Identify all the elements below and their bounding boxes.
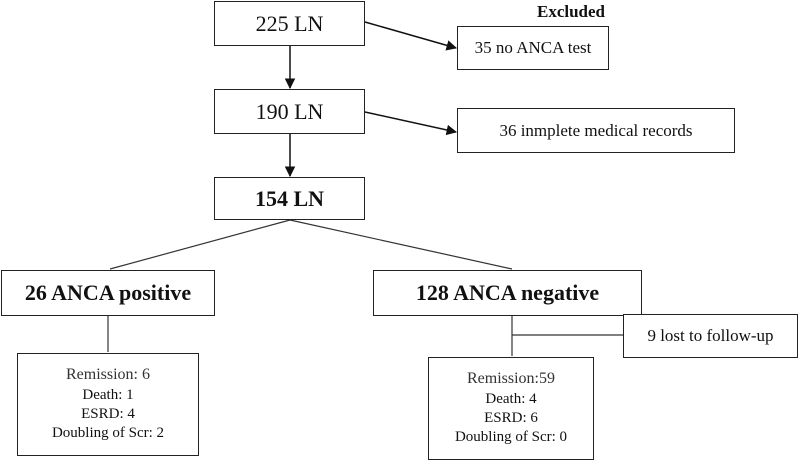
outcome-negative-death: Death: 4: [485, 390, 537, 407]
arrow-to-no-anca: [364, 21, 458, 51]
arrow-to-incomplete-records: [364, 111, 458, 136]
box-lost-follow-up-label: 9 lost to follow-up: [647, 326, 774, 345]
box-anca-negative: 128 ANCA negative: [373, 270, 642, 316]
box-190-ln-label: 190 LN: [255, 98, 324, 124]
excluded-label: Excluded: [537, 2, 605, 22]
box-154-ln-label: 154 LN: [254, 185, 325, 211]
box-no-anca-test-label: 35 no ANCA test: [474, 38, 592, 57]
outcome-negative-remission: Remission:59: [466, 370, 555, 388]
box-incomplete-records-label: 36 inmplete medical records: [499, 120, 693, 140]
excluded-label-text: Excluded: [537, 2, 606, 21]
outcome-negative-esrd: ESRD: 6: [484, 410, 538, 427]
box-225-ln: 225 LN: [214, 1, 365, 46]
split-line-positive: [109, 219, 291, 270]
box-incomplete-records: 36 inmplete medical records: [457, 108, 735, 153]
box-225-ln-label: 225 LN: [255, 10, 324, 36]
box-lost-follow-up: 9 lost to follow-up: [623, 314, 798, 358]
box-no-anca-test: 35 no ANCA test: [457, 26, 609, 70]
box-outcomes-positive: Remission: 6 Death: 1 ESRD: 4 Doubling o…: [17, 353, 199, 456]
outcome-positive-death: Death: 1: [82, 386, 134, 403]
outcome-positive-doubling: Doubling of Scr: 2: [51, 425, 165, 442]
box-anca-positive-label: 26 ANCA positive: [24, 280, 192, 305]
box-154-ln: 154 LN: [214, 177, 365, 220]
box-anca-negative-label: 128 ANCA negative: [415, 280, 600, 305]
box-anca-positive: 26 ANCA positive: [1, 270, 215, 316]
outcome-positive-remission: Remission: 6: [65, 366, 150, 384]
outcome-positive-esrd: ESRD: 4: [81, 406, 135, 423]
box-outcomes-negative: Remission:59 Death: 4 ESRD: 6 Doubling o…: [428, 357, 594, 460]
box-190-ln: 190 LN: [214, 89, 365, 134]
outcome-negative-doubling: Doubling of Scr: 0: [454, 429, 568, 446]
split-line-negative: [289, 219, 513, 270]
